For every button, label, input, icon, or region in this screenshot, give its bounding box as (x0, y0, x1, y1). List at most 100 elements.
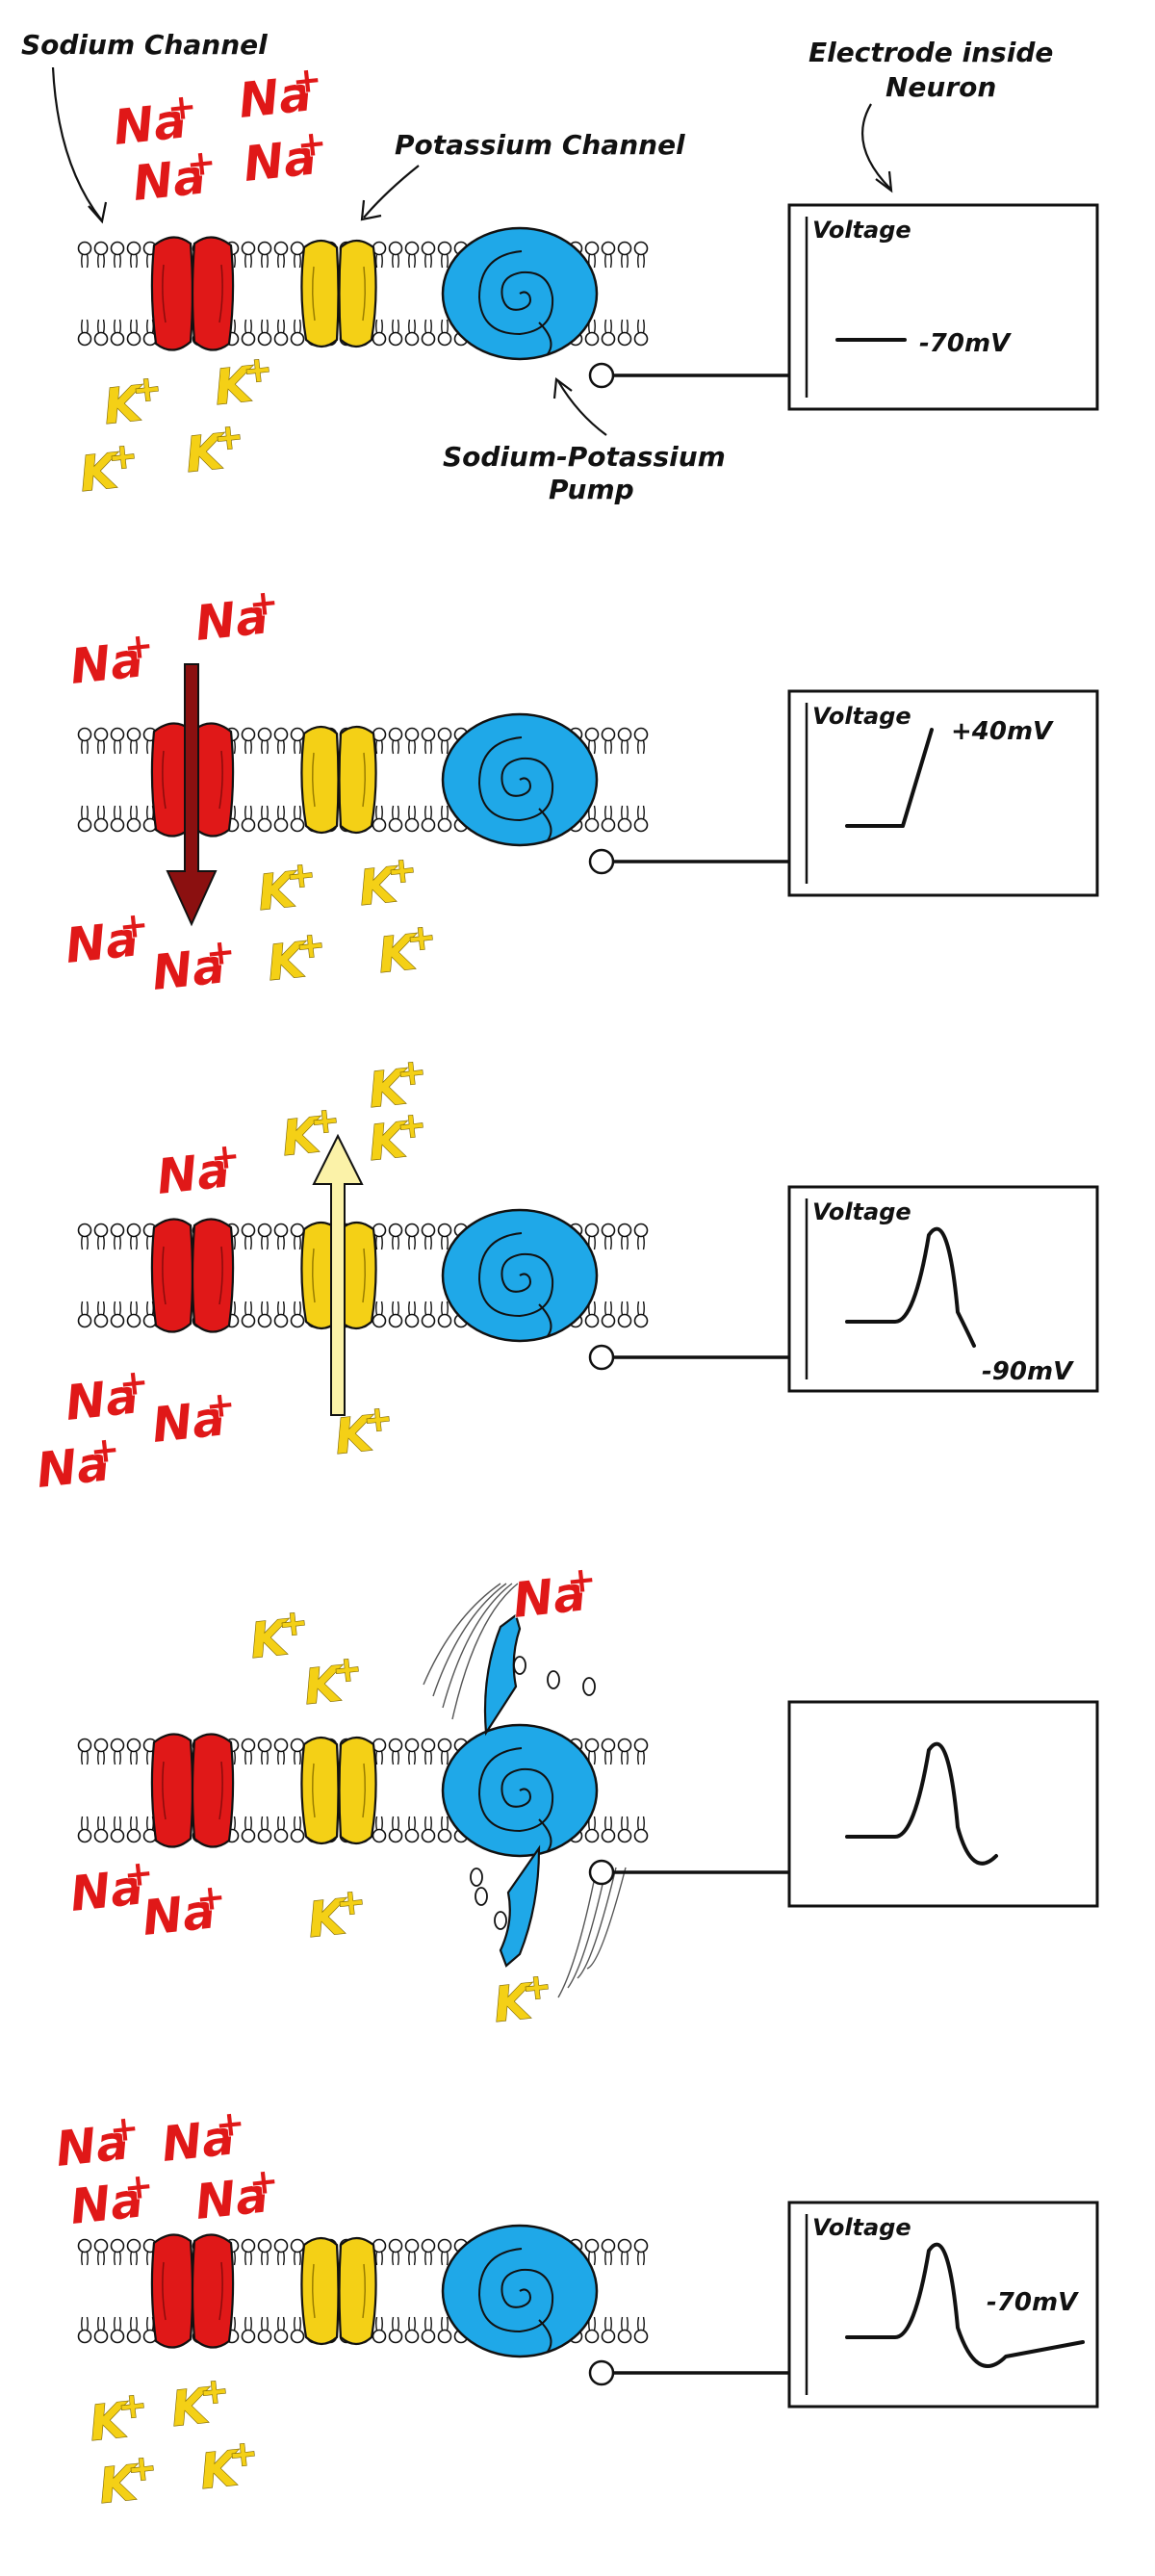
potassium-ion: K+ (356, 849, 420, 916)
phospholipid-inner (404, 2316, 420, 2344)
potassium-ion: K+ (101, 368, 165, 435)
phospholipid-outer (93, 241, 109, 269)
potassium-ion: K+ (279, 1099, 343, 1167)
phospholipid-inner (388, 805, 403, 833)
phospholipid-outer (601, 1738, 616, 1765)
phospholipid-inner (404, 805, 420, 833)
phospholipid-outer (110, 241, 125, 269)
annotation-electrode: Electrode inside Neuron (808, 37, 1053, 193)
phospholipid-inner (93, 805, 109, 833)
motion-line (442, 1583, 513, 1709)
phospholipid-inner (421, 1301, 436, 1328)
phospholipid-outer (601, 241, 616, 269)
potassium-channel-pointer (363, 165, 420, 219)
ion-charge: + (89, 1430, 121, 1472)
sodium-potassium-pump (441, 712, 599, 847)
phospholipid-inner (601, 1816, 616, 1843)
voltage-trace (845, 1226, 976, 1348)
phospholipid-inner (437, 2316, 452, 2344)
phospholipid-inner (437, 319, 452, 347)
ion-charge: + (185, 142, 218, 185)
voltage-trace (845, 728, 934, 828)
phospholipid-inner (241, 1301, 256, 1328)
phospholipid-outer (404, 2238, 420, 2266)
annotation-pump: Sodium-Potassium Pump (443, 376, 726, 505)
voltage-graph-frame (787, 689, 1099, 897)
phospholipid-inner (126, 1816, 141, 1843)
phospholipid-inner (633, 319, 649, 347)
pump-label-line1: Sodium-Potassium (443, 441, 726, 473)
phospholipid-outer (633, 2238, 649, 2266)
phospholipid-inner (126, 2316, 141, 2344)
voltage-graph-title: Voltage (812, 2214, 911, 2241)
sodium-ion: Na+ (148, 1383, 237, 1454)
ion-charge: + (395, 1052, 427, 1095)
sodium-ion-symbol: Na (510, 1565, 588, 1629)
potassium-ion: K+ (305, 1881, 369, 1948)
phospholipid-outer (110, 1223, 125, 1250)
phospholipid-inner (388, 1301, 403, 1328)
phospholipid-outer (633, 1738, 649, 1765)
phospholipid-inner (241, 1816, 256, 1843)
sodium-ion-symbol: Na (130, 148, 208, 212)
motion-line (567, 1867, 607, 1989)
sodium-ion-symbol: Na (63, 1368, 141, 1431)
potassium-ion-symbol: K (101, 375, 147, 435)
sweat-drop (547, 1670, 560, 1689)
phospholipid-outer (241, 2238, 256, 2266)
phospholipid-outer (633, 1223, 649, 1250)
phospholipid-outer (388, 727, 403, 755)
potassium-channel (300, 2236, 377, 2346)
sodium-ion: Na+ (62, 1361, 150, 1431)
phospholipid-outer (601, 1223, 616, 1250)
phospholipid-inner (241, 319, 256, 347)
ion-charge: + (334, 1882, 367, 1924)
sodium-potassium-pump (441, 226, 599, 361)
sodium-ion: Na+ (66, 625, 155, 695)
phospholipid-outer (388, 2238, 403, 2266)
phospholipid-outer (93, 1738, 109, 1765)
sodium-ion: Na+ (192, 2160, 280, 2230)
sodium-ion-symbol: Na (67, 1859, 145, 1922)
electrode (588, 362, 789, 389)
ion-charge: + (247, 582, 280, 625)
phospholipid-outer (126, 1223, 141, 1250)
sodium-ion-symbol: Na (67, 2172, 145, 2235)
phospholipid-outer (617, 241, 632, 269)
phospholipid-outer (273, 2238, 289, 2266)
annotation-potassium-channel: Potassium Channel (360, 129, 685, 221)
ion-charge: + (125, 2448, 158, 2490)
ion-charge: + (194, 1877, 227, 1919)
potassium-channel (300, 725, 377, 835)
pump-label-line2: Pump (549, 474, 634, 505)
sodium-ion: Na+ (148, 931, 237, 1001)
sodium-ion-symbol: Na (241, 129, 319, 193)
ion-charge: + (204, 932, 237, 974)
potassium-channel (300, 1736, 377, 1845)
sodium-ion-symbol: Na (154, 1142, 232, 1205)
phospholipid-outer (126, 2238, 141, 2266)
voltage-graph-title: Voltage (812, 703, 911, 730)
sodium-ion-symbol: Na (192, 2167, 270, 2230)
phospholipid-inner (601, 2316, 616, 2344)
phospholipid-inner (273, 1816, 289, 1843)
phospholipid-inner (257, 2316, 272, 2344)
sodium-channel-label: Sodium Channel (21, 29, 268, 61)
sodium-ion: Na+ (153, 1135, 242, 1205)
sweat-drop (470, 1868, 483, 1887)
phospholipid-inner (110, 319, 125, 347)
phospholipid-inner (633, 1816, 649, 1843)
sodium-ion-symbol: Na (111, 92, 189, 156)
phospholipid-inner (110, 1301, 125, 1328)
phospholipid-outer (404, 727, 420, 755)
phospholipid-outer (617, 1738, 632, 1765)
potassium-channel-arrowhead (360, 199, 382, 221)
phospholipid-inner (93, 2316, 109, 2344)
motion-line (423, 1583, 501, 1686)
sweat-drop (582, 1677, 596, 1696)
electrode-label-line2: Neuron (886, 71, 996, 103)
sodium-ion-symbol: Na (149, 1390, 227, 1454)
sodium-ion: Na+ (158, 2102, 246, 2173)
phospholipid-inner (77, 2316, 92, 2344)
